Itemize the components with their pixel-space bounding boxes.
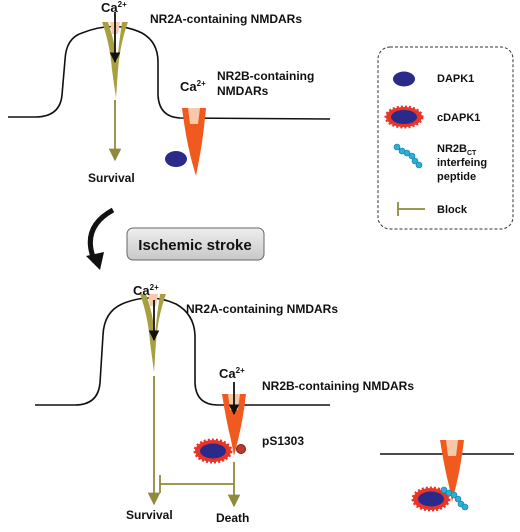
top-panel: Ca2+ NR2A-containing NMDARs Survival Ca2… (8, 0, 331, 185)
legend-block-label: Block (437, 204, 468, 216)
legend: DAPK1 cDAPK1 NR2BCT interfeing peptide B… (377, 46, 514, 230)
transition: Ischemic stroke (86, 207, 265, 270)
ca-ion-label-top-b: Ca2+ (180, 79, 206, 94)
phospho-site-dot (236, 444, 246, 454)
legend-box (377, 46, 514, 230)
nr2a-label-bottom: NR2A-containing NMDARs (186, 302, 338, 316)
legend-cdapk1-icon (384, 105, 424, 129)
legend-peptide-icon (393, 143, 423, 169)
ca-ion-label-top-a: Ca2+ (101, 0, 127, 15)
nr2b-receptor-top (182, 108, 206, 176)
legend-cdapk1-label: cDAPK1 (437, 112, 480, 124)
legend-peptide-label-line3: peptide (437, 171, 476, 183)
survival-label-bottom: Survival (126, 508, 173, 522)
bottom-panel: Ca2+ NR2A-containing NMDARs Ca2+ NR2B-co… (35, 283, 414, 525)
ischemic-stroke-box (126, 227, 265, 261)
survival-label-top: Survival (88, 171, 135, 185)
nr2a-label-top: NR2A-containing NMDARs (150, 12, 302, 26)
legend-dapk1-label: DAPK1 (437, 73, 474, 85)
ischemic-stroke-label: Ischemic stroke (138, 237, 251, 254)
nr2b-label-bottom: NR2B-containing NMDARs (262, 379, 414, 393)
legend-peptide-label-line2: interfeing (437, 157, 487, 169)
legend-peptide-label-line1: NR2BCT (437, 143, 477, 157)
legend-dapk1-icon (393, 71, 415, 87)
ca-ion-label-bottom-a: Ca2+ (133, 283, 159, 298)
dapk1-ellipse-top (165, 151, 187, 167)
cdapk1-bound (193, 438, 233, 464)
nr2a-receptor-bottom (140, 294, 166, 372)
death-label: Death (216, 511, 249, 525)
cdapk1-inset (411, 486, 451, 512)
ca-ion-label-bottom-b: Ca2+ (219, 366, 245, 381)
ps1303-label: pS1303 (262, 434, 304, 448)
nr2b-label-top-line1: NR2B-containing (217, 69, 314, 83)
nr2b-receptor-inset (440, 440, 464, 502)
inset-peptide-block (380, 440, 514, 512)
peptide-inset (440, 486, 469, 511)
nr2b-label-top-line2: NMDARs (217, 84, 269, 98)
